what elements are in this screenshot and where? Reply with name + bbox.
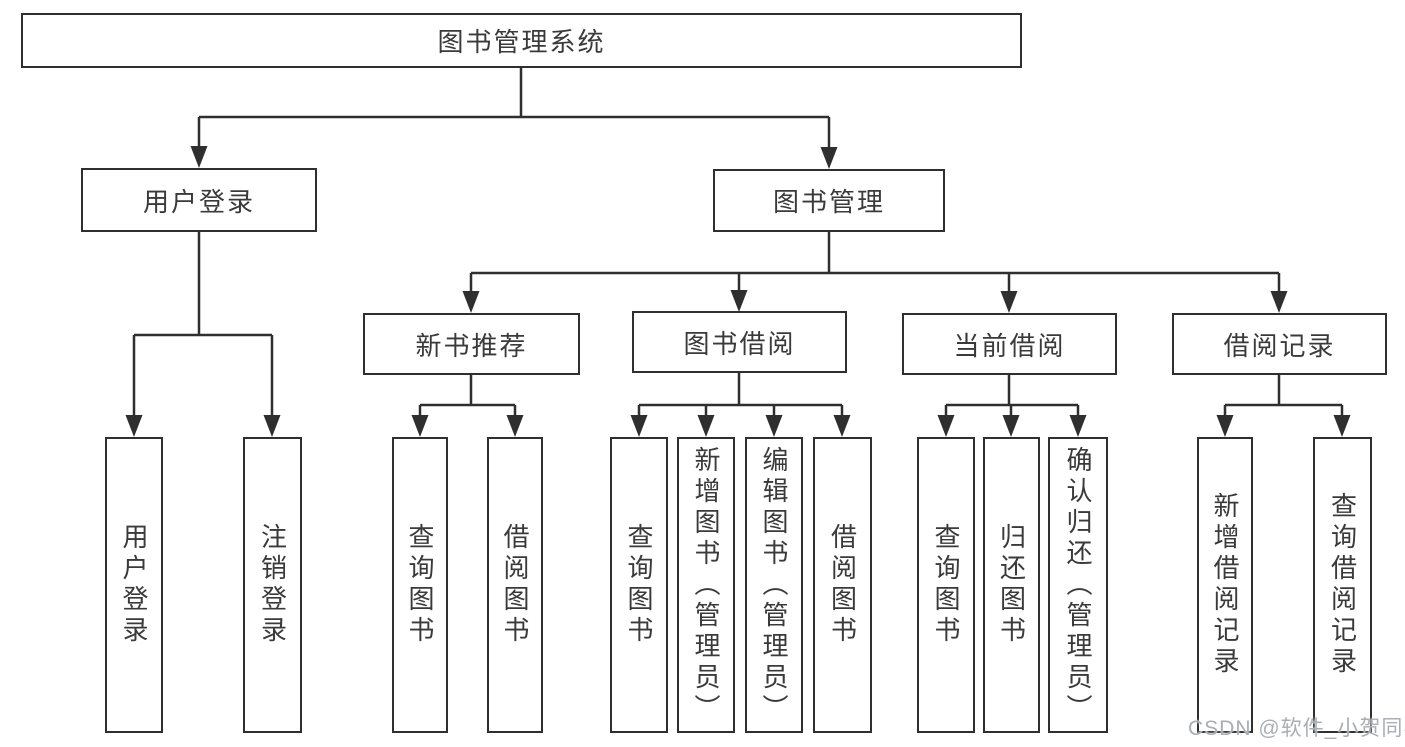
node-borrow-records: 借阅记录 xyxy=(1172,313,1387,375)
node-borrow-edit-books-admin: 编辑图书（管理员） xyxy=(745,437,803,733)
node-book-borrow: 图书借阅 xyxy=(632,311,847,373)
node-borrow-add-books-admin: 新增图书（管理员） xyxy=(677,437,735,733)
node-records-query-borrow-record: 查询借阅记录 xyxy=(1313,437,1372,733)
node-recommend-borrow-books: 借阅图书 xyxy=(487,437,543,733)
node-current-query-books: 查询图书 xyxy=(917,437,975,733)
node-logout-action: 注销登录 xyxy=(243,437,302,733)
node-book-management: 图书管理 xyxy=(713,169,945,232)
node-root: 图书管理系统 xyxy=(21,13,1022,68)
node-new-book-recommend: 新书推荐 xyxy=(363,313,580,375)
node-current-borrow: 当前借阅 xyxy=(902,313,1117,375)
node-user-login: 用户登录 xyxy=(81,168,317,232)
arrowheads xyxy=(125,146,1351,437)
node-current-confirm-return-admin: 确认归还（管理员） xyxy=(1048,437,1108,733)
node-borrow-borrow-books: 借阅图书 xyxy=(813,437,872,733)
node-current-return-books: 归还图书 xyxy=(983,437,1040,733)
csdn-watermark: CSDN @软件_小贺同学 xyxy=(1188,717,1405,740)
node-user-login-action: 用户登录 xyxy=(105,437,163,733)
node-records-add-borrow-record: 新增借阅记录 xyxy=(1197,437,1253,733)
node-borrow-query-books: 查询图书 xyxy=(610,437,668,733)
node-recommend-query-books: 查询图书 xyxy=(392,437,448,733)
